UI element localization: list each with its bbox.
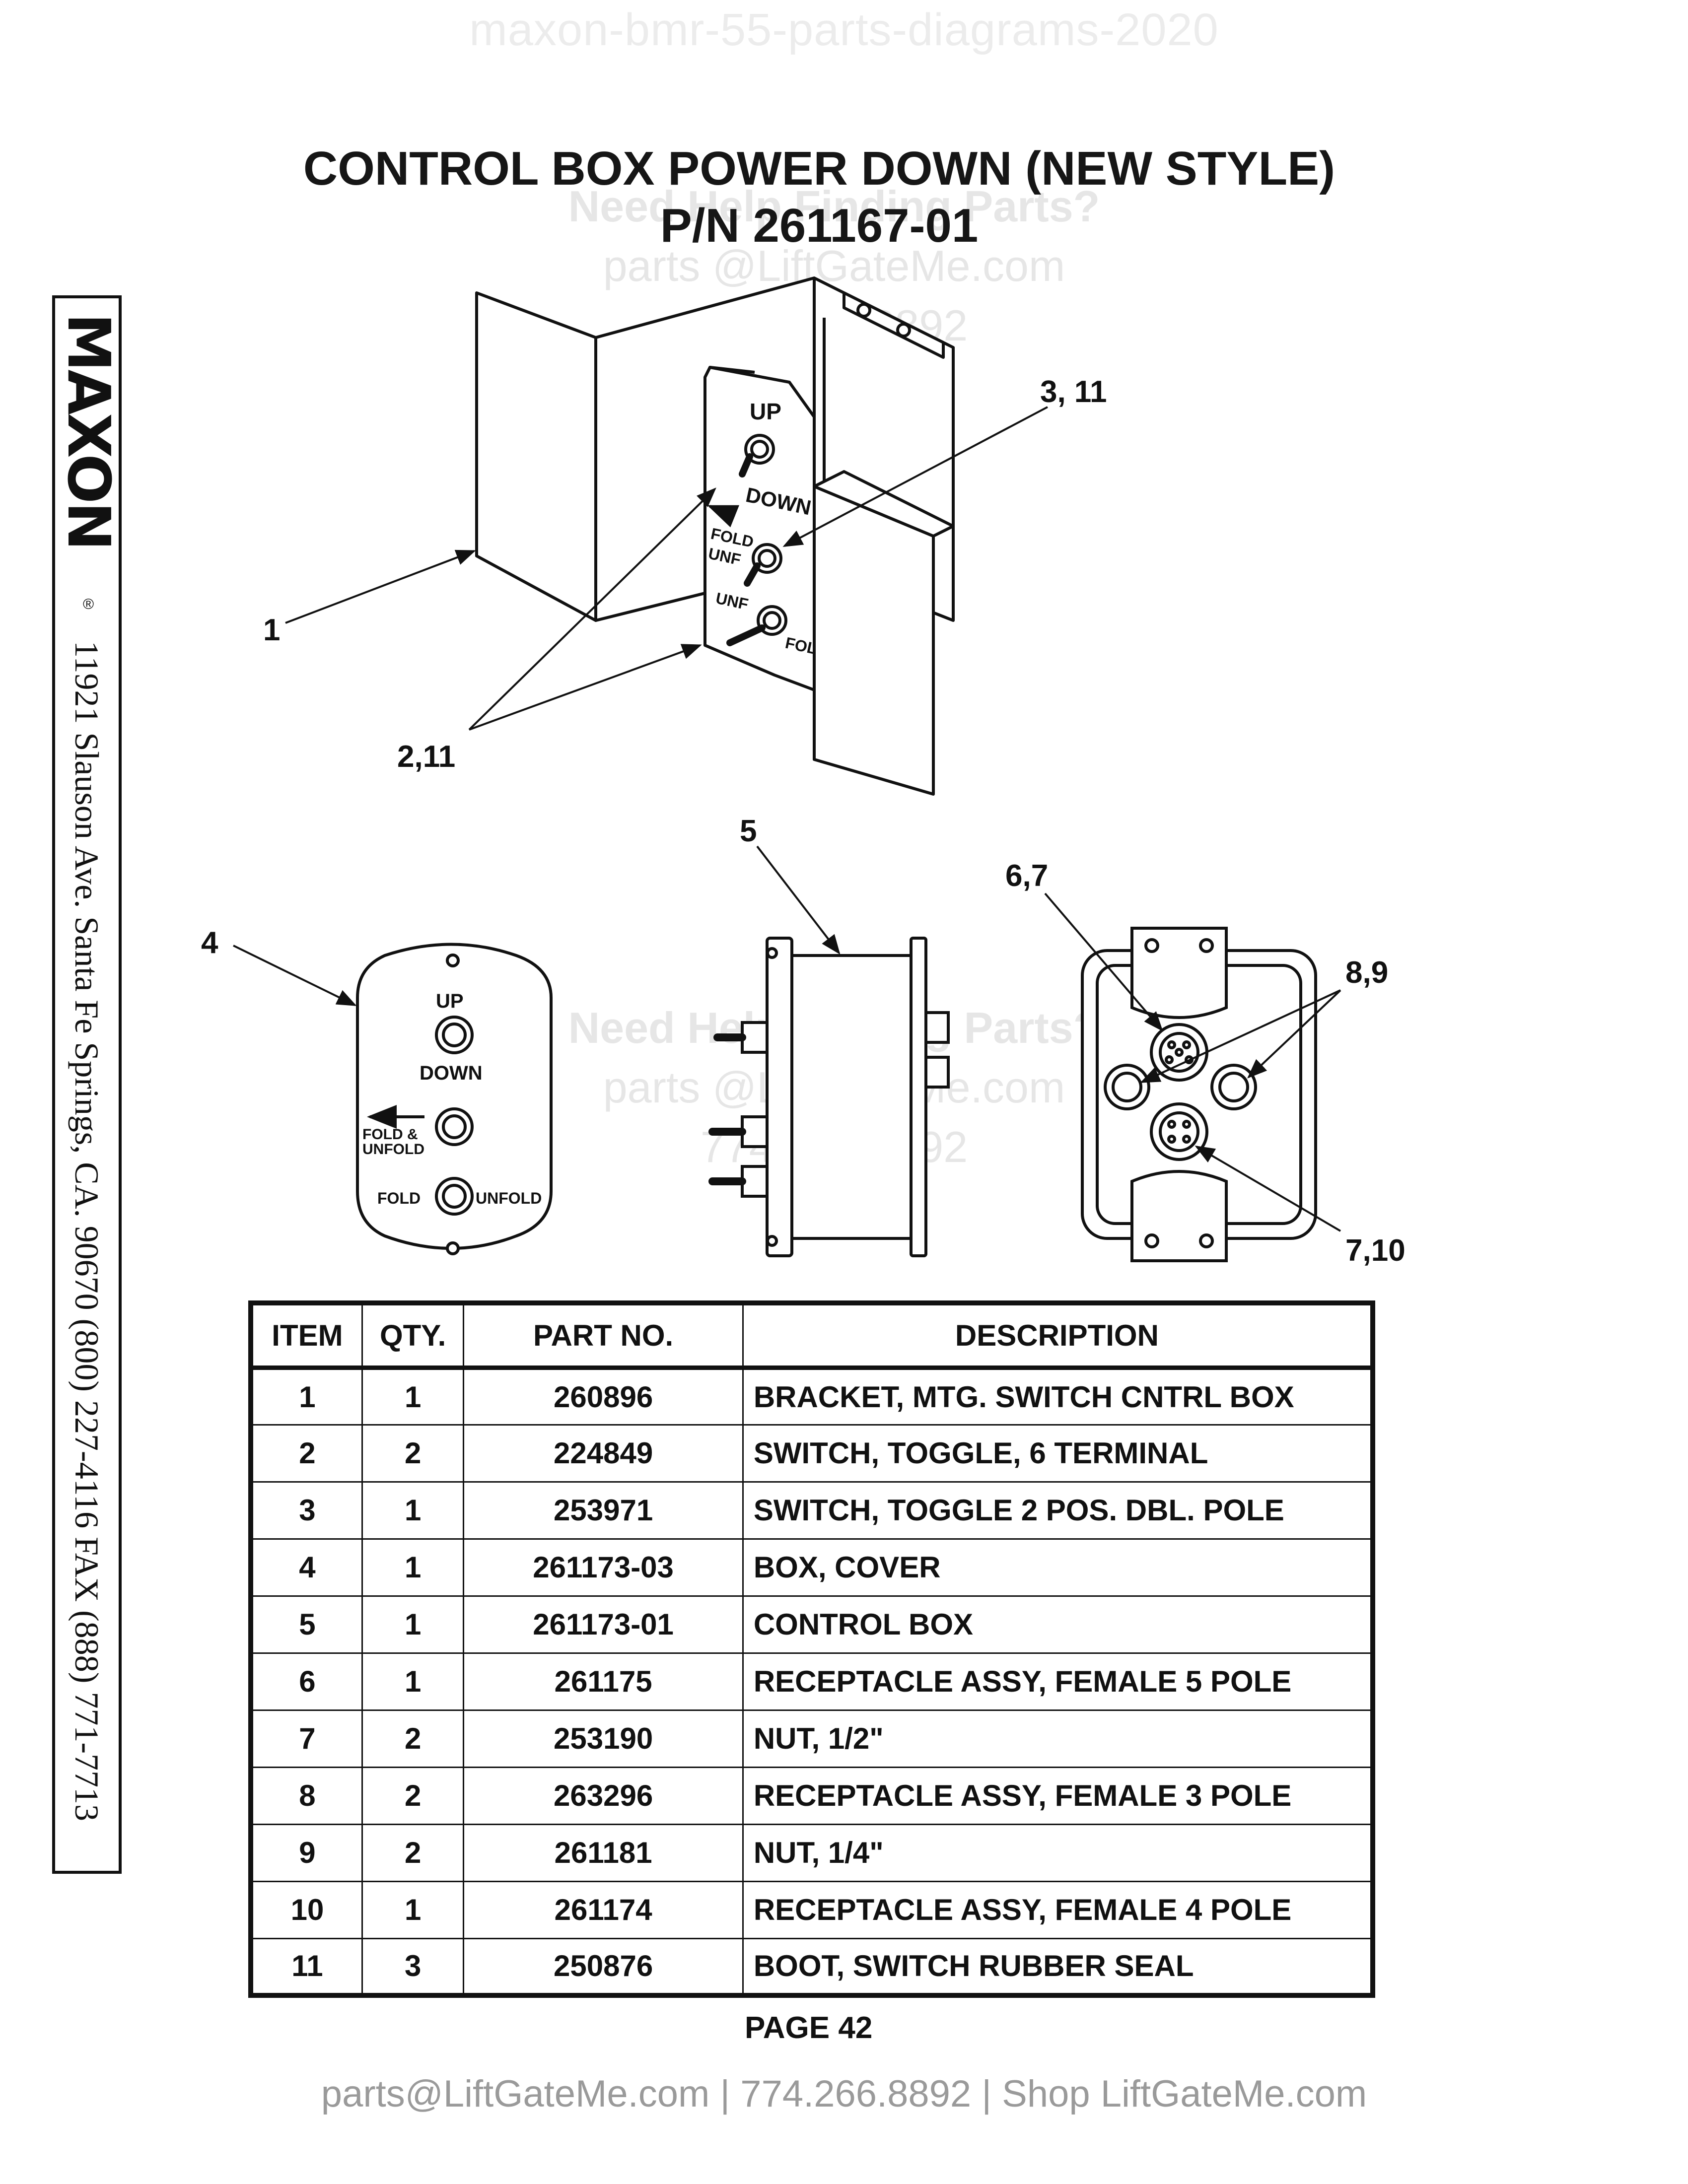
cell-part-no: 261181 xyxy=(463,1823,744,1882)
cell-description: BRACKET, MTG. SWITCH CNTRL BOX xyxy=(742,1366,1374,1426)
callout-6-7: 6,7 xyxy=(1005,859,1048,893)
cell-part-no: 263296 xyxy=(463,1766,744,1825)
cover-label-fold-and: FOLD & xyxy=(362,1126,418,1143)
bracket-assembly-drawing xyxy=(475,276,955,796)
cell-qty: 1 xyxy=(361,1481,465,1540)
cell-description: RECEPTACLE ASSY, FEMALE 4 POLE xyxy=(742,1880,1374,1939)
cell-item: 11 xyxy=(250,1937,363,1996)
cell-description: RECEPTACLE ASSY, FEMALE 3 POLE xyxy=(742,1766,1374,1825)
table-row: 2 2 224849 SWITCH, TOGGLE, 6 TERMINAL xyxy=(250,1424,1374,1483)
callout-2-11: 2,11 xyxy=(397,740,455,774)
cell-qty: 2 xyxy=(361,1424,465,1483)
cover-label-down: DOWN xyxy=(420,1062,483,1084)
page-title: CONTROL BOX POWER DOWN (NEW STYLE) xyxy=(303,142,1336,195)
cell-qty: 1 xyxy=(361,1366,465,1426)
table-row: 11 3 250876 BOOT, SWITCH RUBBER SEAL xyxy=(250,1937,1374,1996)
cell-qty: 1 xyxy=(361,1880,465,1939)
toggle-switch-fold-unfold xyxy=(744,543,782,587)
watermark-email-line: parts @LiftGateMe.com xyxy=(603,241,1065,290)
cover-label-fold: FOLD xyxy=(377,1189,421,1207)
panel-label-up: UP xyxy=(750,399,781,424)
cell-qty: 3 xyxy=(361,1937,465,1996)
cell-item: 9 xyxy=(250,1823,363,1882)
header-part-no: PART NO. xyxy=(463,1302,744,1370)
control-box-side-drawing xyxy=(708,937,950,1257)
cell-item: 1 xyxy=(250,1366,363,1426)
table-row: 1 1 260896 BRACKET, MTG. SWITCH CNTRL BO… xyxy=(250,1366,1374,1426)
callout-7-10: 7,10 xyxy=(1345,1233,1406,1268)
footer-contact: parts@LiftGateMe.com | 774.266.8892 | Sh… xyxy=(321,2073,1367,2115)
cell-qty: 2 xyxy=(361,1766,465,1825)
company-address: 11921 Slauson Ave. Santa Fe Springs, CA.… xyxy=(68,641,106,1822)
cell-part-no: 250876 xyxy=(463,1937,744,1996)
cover-label-up: UP xyxy=(436,990,464,1012)
parts-table: ITEM QTY. PART NO. DESCRIPTION 1 1 26089… xyxy=(248,1300,1375,1998)
cell-description: RECEPTACLE ASSY, FEMALE 5 POLE xyxy=(742,1652,1374,1711)
part-number-title: P/N 261167-01 xyxy=(660,199,979,252)
cell-item: 8 xyxy=(250,1766,363,1825)
header-description: DESCRIPTION xyxy=(742,1302,1374,1370)
maxon-logo: MAXON xyxy=(55,313,123,549)
cell-part-no: 261175 xyxy=(463,1652,744,1711)
cell-qty: 1 xyxy=(361,1652,465,1711)
header-qty: QTY. xyxy=(361,1302,465,1370)
cell-part-no: 261173-03 xyxy=(463,1538,744,1597)
cell-qty: 2 xyxy=(361,1823,465,1882)
cell-description: CONTROL BOX xyxy=(742,1595,1374,1654)
table-header-row: ITEM QTY. PART NO. DESCRIPTION xyxy=(250,1302,1374,1370)
cell-item: 6 xyxy=(250,1652,363,1711)
header-item: ITEM xyxy=(250,1302,363,1370)
table-row: 5 1 261173-01 CONTROL BOX xyxy=(250,1595,1374,1654)
box-cover-drawing xyxy=(356,943,553,1255)
cell-description: SWITCH, TOGGLE, 6 TERMINAL xyxy=(742,1424,1374,1483)
watermark-help-line: Need Help Finding Parts? xyxy=(568,182,1100,231)
cell-description: SWITCH, TOGGLE 2 POS. DBL. POLE xyxy=(742,1481,1374,1540)
table-row: 3 1 253971 SWITCH, TOGGLE 2 POS. DBL. PO… xyxy=(250,1481,1374,1540)
cell-qty: 2 xyxy=(361,1709,465,1768)
cell-description: BOX, COVER xyxy=(742,1538,1374,1597)
receptacle-3-pole-left xyxy=(1104,1064,1150,1110)
cell-part-no: 261174 xyxy=(463,1880,744,1939)
receptacle-4-pole xyxy=(1150,1102,1208,1161)
callout-1: 1 xyxy=(263,613,280,647)
table-row: 9 2 261181 NUT, 1/4" xyxy=(250,1823,1374,1882)
registered-mark: ® xyxy=(83,596,94,613)
callout-8-9: 8,9 xyxy=(1345,956,1388,990)
callout-5: 5 xyxy=(740,814,757,848)
cell-item: 7 xyxy=(250,1709,363,1768)
cell-qty: 1 xyxy=(361,1595,465,1654)
cell-item: 2 xyxy=(250,1424,363,1483)
cell-description: NUT, 1/4" xyxy=(742,1823,1374,1882)
receptacle-5-pole xyxy=(1150,1023,1208,1082)
table-row: 6 1 261175 RECEPTACLE ASSY, FEMALE 5 POL… xyxy=(250,1652,1374,1711)
cell-part-no: 261173-01 xyxy=(463,1595,744,1654)
page-number: PAGE 42 xyxy=(745,2011,873,2045)
table-row: 4 1 261173-03 BOX, COVER xyxy=(250,1538,1374,1597)
cell-part-no: 260896 xyxy=(463,1366,744,1426)
cell-item: 10 xyxy=(250,1880,363,1939)
cover-label-unfold: UNFOLD xyxy=(476,1189,542,1207)
table-row: 10 1 261174 RECEPTACLE ASSY, FEMALE 4 PO… xyxy=(250,1880,1374,1939)
cell-qty: 1 xyxy=(361,1538,465,1597)
cover-label-unfold-line: UNFOLD xyxy=(362,1141,424,1158)
receptacle-3-pole-right xyxy=(1210,1064,1257,1110)
top-watermark: maxon-bmr-55-parts-diagrams-2020 xyxy=(469,4,1219,55)
toggle-switch-bottom xyxy=(726,605,787,646)
cell-description: NUT, 1/2" xyxy=(742,1709,1374,1768)
table-row: 7 2 253190 NUT, 1/2" xyxy=(250,1709,1374,1768)
table-row: 8 2 263296 RECEPTACLE ASSY, FEMALE 3 POL… xyxy=(250,1766,1374,1825)
cell-item: 3 xyxy=(250,1481,363,1540)
cell-description: BOOT, SWITCH RUBBER SEAL xyxy=(742,1937,1374,1996)
cell-item: 5 xyxy=(250,1595,363,1654)
cell-part-no: 224849 xyxy=(463,1424,744,1483)
sidebar-brand-strip: MAXON ® 11921 Slauson Ave. Santa Fe Spri… xyxy=(52,295,123,1874)
cell-part-no: 253971 xyxy=(463,1481,744,1540)
callout-3-11: 3, 11 xyxy=(1040,375,1107,409)
toggle-switch-up-down xyxy=(739,434,775,478)
cell-part-no: 253190 xyxy=(463,1709,744,1768)
cell-item: 4 xyxy=(250,1538,363,1597)
control-box-diagram: UP DOWN FOLD UNF UNF FOL 1 2,11 3, 11 UP… xyxy=(201,276,1406,1268)
callout-4: 4 xyxy=(201,926,218,960)
